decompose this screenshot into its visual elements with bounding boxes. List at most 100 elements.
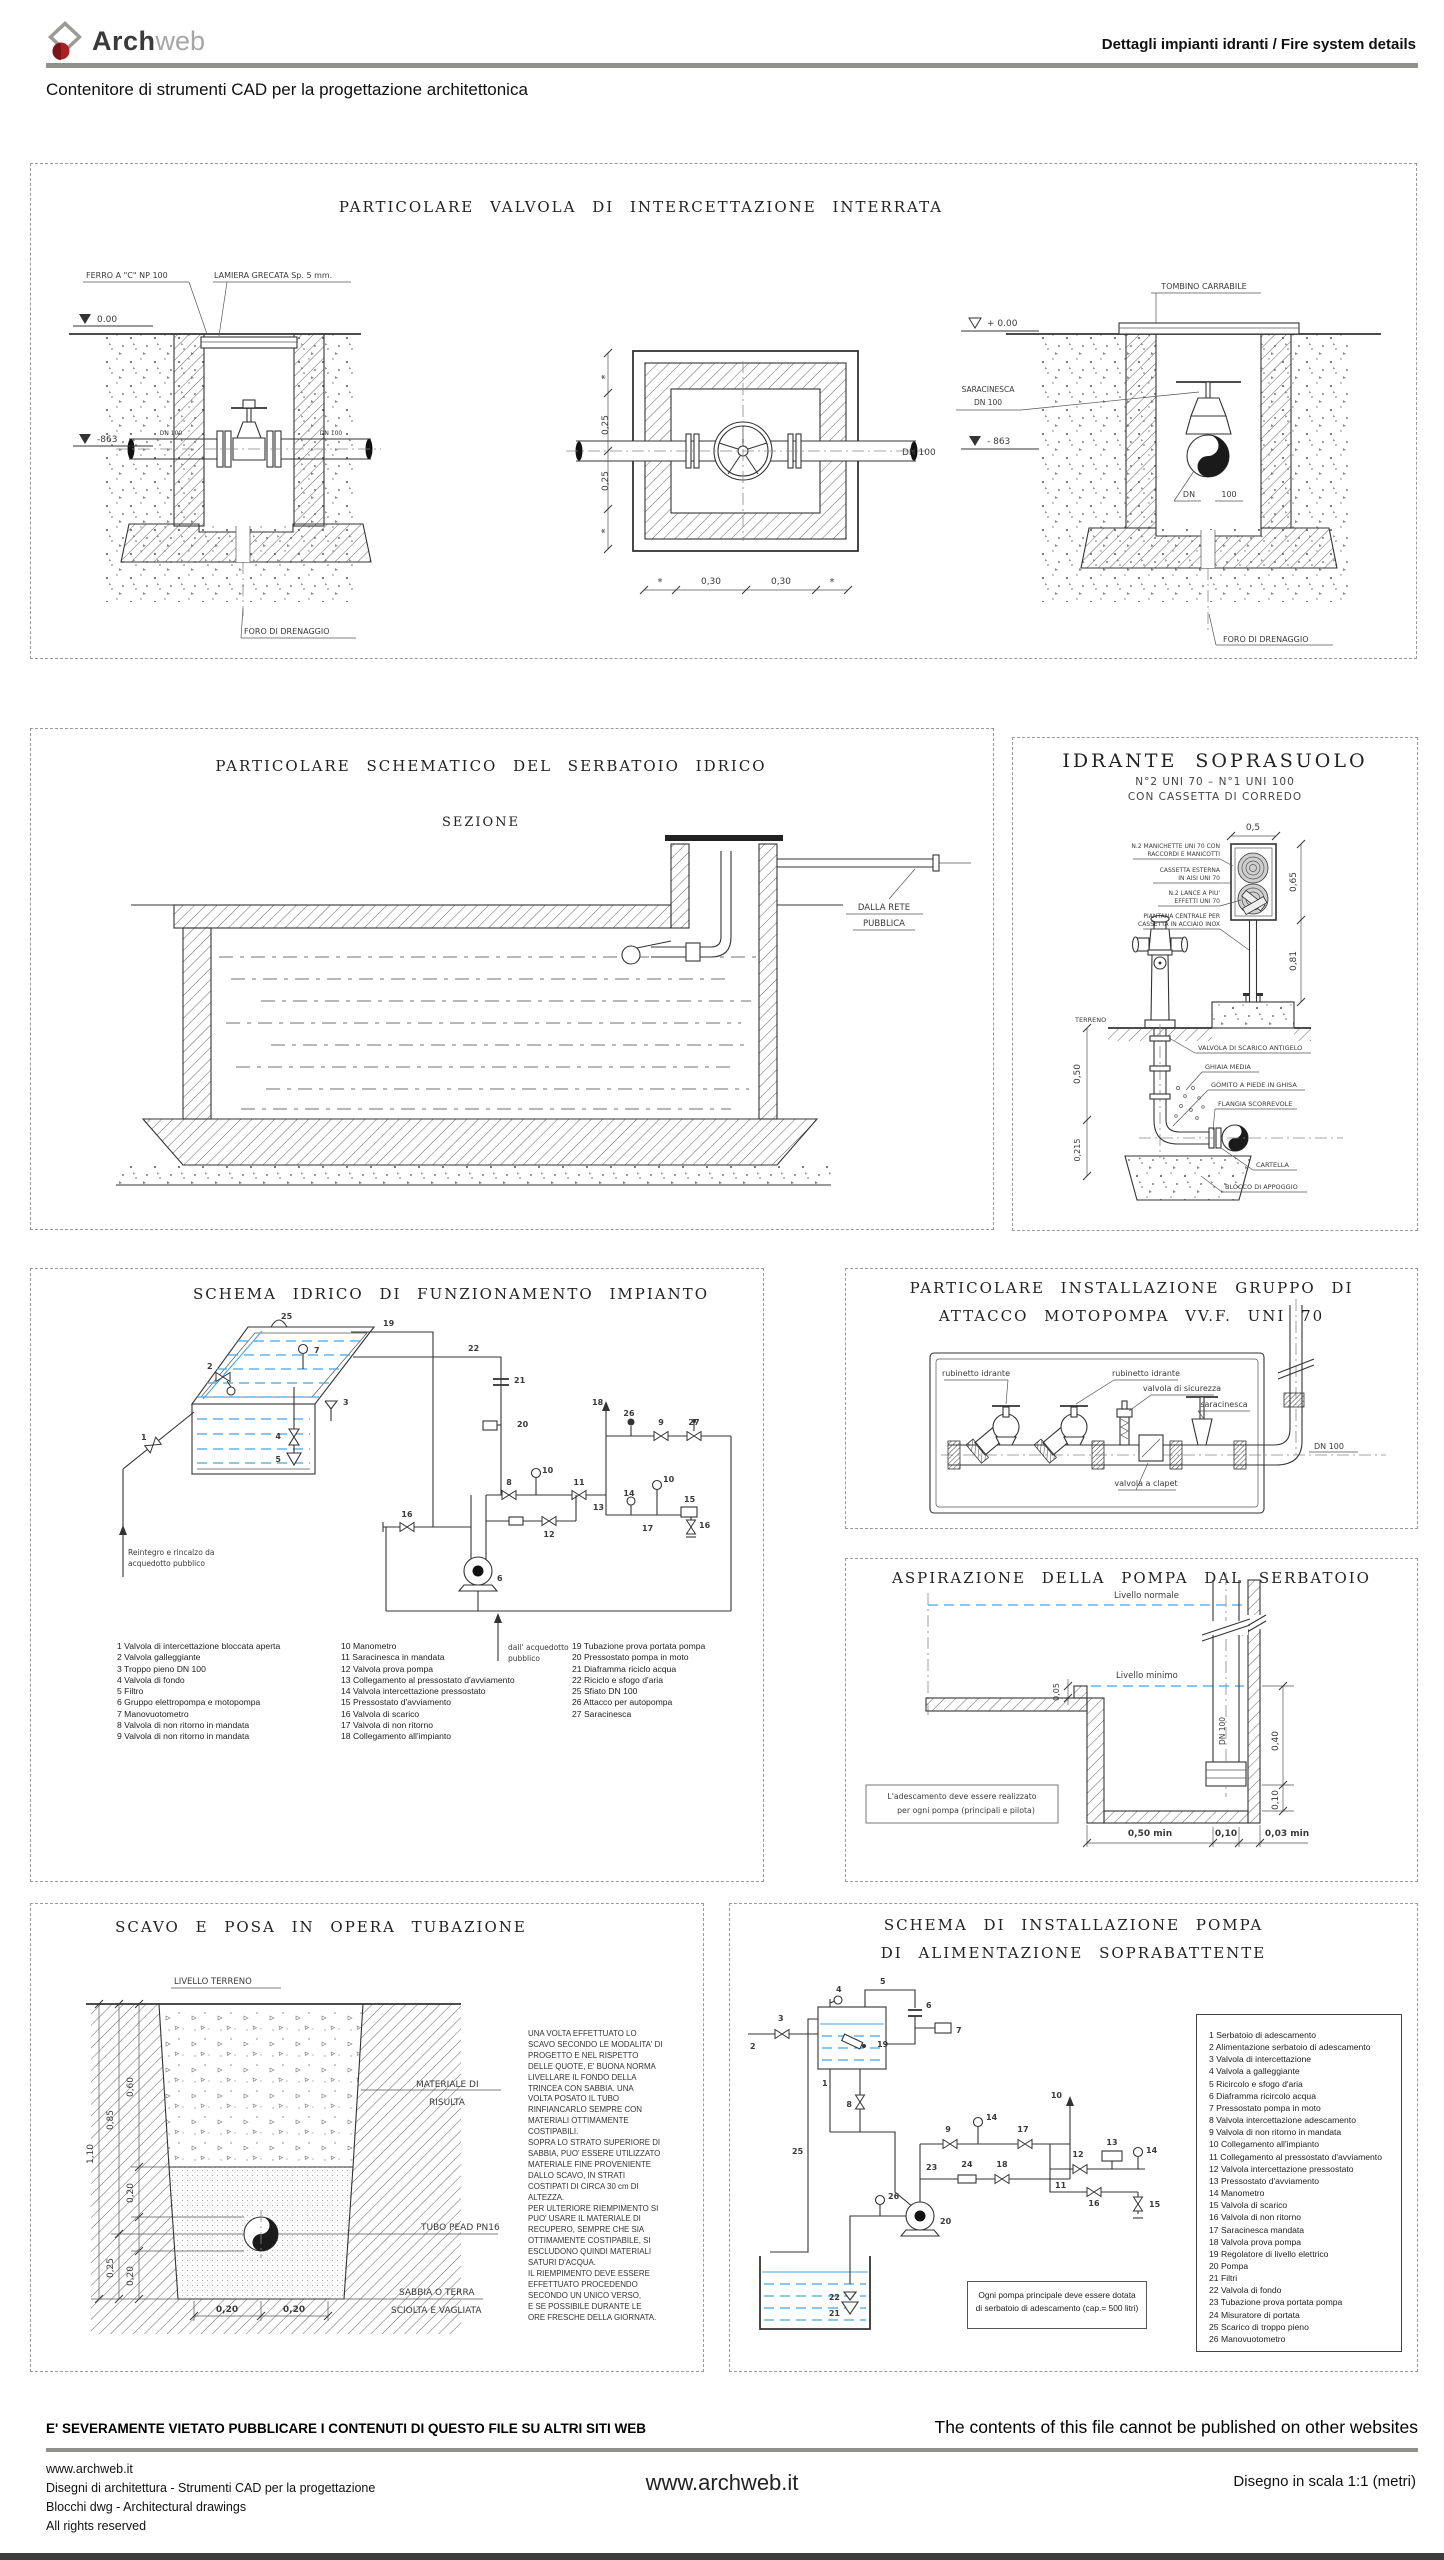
legend-item: 15 Valvola di scarico bbox=[1209, 2200, 1288, 2211]
cad-label: L'adescamento deve essere realizzato bbox=[887, 1792, 1036, 1801]
legend-item: 15 Pressostato d'avviamento bbox=[341, 1697, 452, 1708]
cad-label: 0,40 bbox=[1271, 1731, 1281, 1751]
cad-label: rubinetto idrante bbox=[1112, 1369, 1180, 1378]
cad-label: 16 bbox=[401, 1510, 413, 1519]
cad-label: 11 bbox=[573, 1478, 585, 1487]
trench-section bbox=[86, 1987, 501, 2334]
cad-label: CASSETTA ESTERNA bbox=[1160, 867, 1221, 874]
cad-label: saracinesca bbox=[1200, 1400, 1247, 1409]
cad-label: 22 bbox=[468, 1344, 479, 1353]
footer-site-link[interactable]: www.archweb.it bbox=[645, 2470, 799, 2495]
legend-item: 18 Collegamento all'impianto bbox=[341, 1731, 452, 1742]
legend-item: 6 Gruppo elettropompa e motopompa bbox=[117, 1697, 261, 1708]
footer-info-line[interactable]: Blocchi dwg - Architectural drawings bbox=[46, 2500, 247, 2514]
cad-label: * bbox=[600, 375, 611, 380]
valve-plan-middle bbox=[566, 348, 926, 595]
legend-item: 27 Saracinesca bbox=[572, 1708, 632, 1719]
cad-label: dall' acquedotto bbox=[508, 1643, 569, 1652]
footer-info-line[interactable]: Disegni di architettura - Strumenti CAD … bbox=[46, 2481, 376, 2495]
cad-label: 23 bbox=[926, 2163, 937, 2172]
cad-label: 0,60 bbox=[126, 2077, 136, 2097]
cad-label: 1,10 bbox=[86, 2144, 96, 2164]
cad-label: 10 bbox=[1051, 2091, 1063, 2100]
cad-label: 0,30 bbox=[701, 577, 721, 587]
legend-item: 6 Diaframma ricircolo acqua bbox=[1209, 2090, 1316, 2101]
panel-title: PARTICOLARE SCHEMATICO DEL SERBATOIO IDR… bbox=[215, 757, 767, 775]
cad-label: valvola a clapet bbox=[1114, 1479, 1177, 1488]
cad-label: VALVOLA DI SCARICO ANTIGELO bbox=[1198, 1044, 1302, 1052]
legend-item: 1 Valvola di intercettazione bloccata ap… bbox=[117, 1641, 281, 1651]
cad-label: 24 bbox=[961, 2160, 973, 2169]
legend-item: 8 Valvola intercettazione adescamento bbox=[1209, 2115, 1356, 2126]
scavo-note-text: UNA VOLTA EFFETTUATO LO SCAVO SECONDO LE… bbox=[528, 2029, 663, 2322]
cad-label: 7 bbox=[956, 2026, 962, 2035]
panel-idrante: IDRANTE SOPRASUOLO N°2 UNI 70 – N°1 UNI … bbox=[1012, 737, 1418, 1231]
legend-item: 8 Valvola di non ritorno in mandata bbox=[117, 1720, 250, 1731]
cad-label: 0,30 bbox=[771, 577, 791, 587]
footer-scale-note: Disegno in scala 1:1 (metri) bbox=[1233, 2473, 1416, 2490]
cad-label: Livello normale bbox=[1114, 1591, 1179, 1601]
cabinet bbox=[1211, 831, 1306, 1029]
legend-item: 5 Filtro bbox=[117, 1686, 144, 1697]
cad-label: 15 bbox=[684, 1495, 696, 1504]
footer-info-line[interactable]: All rights reserved bbox=[46, 2519, 147, 2533]
cad-label: CASSETTA IN ACCIAIO INOX bbox=[1138, 921, 1220, 928]
cad-label: CARTELLA bbox=[1256, 1161, 1289, 1169]
legend-item: 14 Valvola intercettazione pressostato bbox=[341, 1686, 486, 1697]
legend-item: 5 Ricircolo e sfogo d'aria bbox=[1209, 2078, 1303, 2089]
cad-label: * bbox=[658, 577, 663, 588]
legend-item: 26 Attacco per autopompa bbox=[572, 1697, 673, 1708]
cad-label: RISULTA bbox=[429, 2098, 466, 2108]
cad-label: 19 bbox=[383, 1319, 395, 1328]
cad-label: -863 bbox=[97, 435, 117, 445]
legend-item: 12 Valvola intercettazione pressostato bbox=[1209, 2163, 1354, 2174]
legend-item: 7 Manovuotometro bbox=[117, 1708, 189, 1719]
footer-info-line[interactable]: www.archweb.it bbox=[46, 2462, 133, 2476]
panel-sub2: CON CASSETTA DI CORREDO bbox=[1127, 791, 1303, 803]
cad-label: PUBBLICA bbox=[863, 919, 905, 929]
cad-label: 8 bbox=[846, 2100, 852, 2109]
pompa-note: Ogni pompa principale deve essere dotata… bbox=[967, 2281, 1147, 2329]
manifold-assembly bbox=[929, 1299, 1386, 1514]
legend-item: 4 Valvola di fondo bbox=[117, 1674, 185, 1685]
cad-label: 5 bbox=[880, 1977, 886, 1986]
cad-label: 7 bbox=[314, 1346, 320, 1355]
schema-idrico-drawing: 2571922221318202692714510811131410151612… bbox=[119, 1312, 732, 1663]
tank-section bbox=[116, 835, 971, 1186]
cad-label: DALLA RETE bbox=[858, 903, 910, 913]
panel-motopompa: PARTICOLARE INSTALLAZIONE GRUPPO DI ATTA… bbox=[845, 1268, 1418, 1529]
cad-label: 3 bbox=[778, 2014, 784, 2023]
legend-item: 17 Saracinesca mandata bbox=[1209, 2224, 1305, 2235]
cad-label: 1 bbox=[141, 1433, 147, 1442]
legend-item: 9 Valvola di non ritorno in mandata bbox=[1209, 2127, 1342, 2138]
cad-label: 0,215 bbox=[1073, 1139, 1082, 1162]
panel-title: IDRANTE SOPRASUOLO bbox=[1062, 750, 1368, 772]
legend-item: 7 Pressostato pompa in moto bbox=[1209, 2102, 1321, 2113]
cad-label: 0,03 min bbox=[1265, 1829, 1309, 1839]
legend-item: 21 Filtri bbox=[1209, 2273, 1238, 2284]
hydrant-cock bbox=[1033, 1405, 1088, 1464]
panel-title-2: DI ALIMENTAZIONE SOPRABATTENTE bbox=[880, 1944, 1267, 1962]
valve-section-left bbox=[69, 281, 381, 639]
cad-label: RACCORDI E MANICOTTI bbox=[1147, 851, 1220, 858]
cad-label: FERRO A "C" NP 100 bbox=[86, 271, 168, 280]
panel-serbatoio: PARTICOLARE SCHEMATICO DEL SERBATOIO IDR… bbox=[30, 728, 994, 1230]
gate-valve bbox=[1186, 1396, 1218, 1446]
legend-item: 21 Diaframma riciclo acqua bbox=[572, 1663, 677, 1674]
scavo-labels: LIVELLO TERRENO1,100,850,250,600,200,20M… bbox=[86, 1977, 500, 2316]
cad-label: 0,50 min bbox=[1128, 1829, 1172, 1839]
cad-label: 0,20 bbox=[126, 2183, 136, 2203]
cad-label: 17 bbox=[642, 1524, 653, 1533]
cad-label: pubblico bbox=[508, 1654, 540, 1663]
cad-label: 1 bbox=[822, 2079, 828, 2088]
cad-label: N.2 LANCE A PIU' bbox=[1168, 890, 1220, 897]
